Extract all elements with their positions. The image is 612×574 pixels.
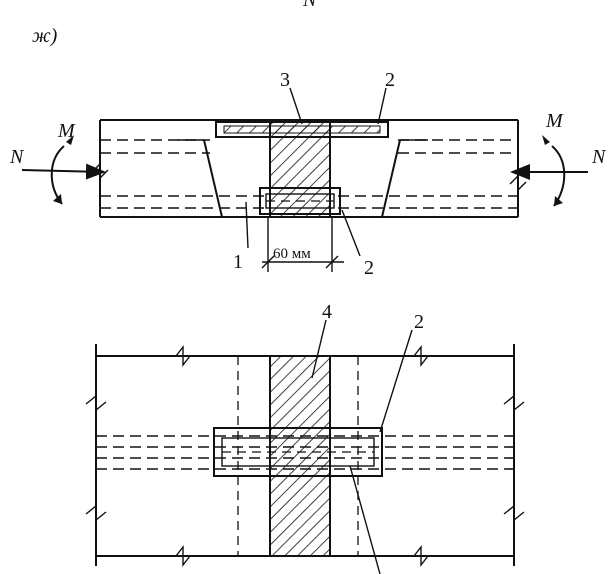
load-left: M N <box>9 120 106 205</box>
joint-slope-left <box>203 139 223 218</box>
callout-1: 1 <box>233 251 243 273</box>
force-label-right: N <box>591 146 607 168</box>
wall-core-plan <box>269 355 331 557</box>
joint-slope-right <box>381 139 401 218</box>
moment-label-right: M <box>545 110 564 132</box>
callout-3: 3 <box>280 69 290 91</box>
callout-2-bottom: 2 <box>364 257 374 279</box>
callout-2-plan: 2 <box>414 311 424 333</box>
wall-core-section <box>269 119 331 218</box>
moment-arc-right <box>551 145 566 207</box>
bottom-embedded-plate <box>259 187 341 215</box>
plan-view: 4 2 <box>85 301 525 574</box>
dimension-label: 60 мм <box>273 246 311 262</box>
section-view: 60 мм 3 2 1 2 <box>91 69 527 279</box>
callout-2-top: 2 <box>385 69 395 91</box>
moment-label-left: M <box>57 120 76 142</box>
top-cut-label: N <box>302 0 318 11</box>
moment-arc-left <box>50 145 65 205</box>
force-arrow-left <box>21 163 106 180</box>
plan-embedded-plate <box>213 427 383 477</box>
callout-4: 4 <box>322 301 332 323</box>
figure-label: ж) <box>32 25 58 47</box>
break-mark-right <box>509 174 527 192</box>
force-label-left: N <box>9 146 25 168</box>
load-right: M N <box>510 110 607 207</box>
